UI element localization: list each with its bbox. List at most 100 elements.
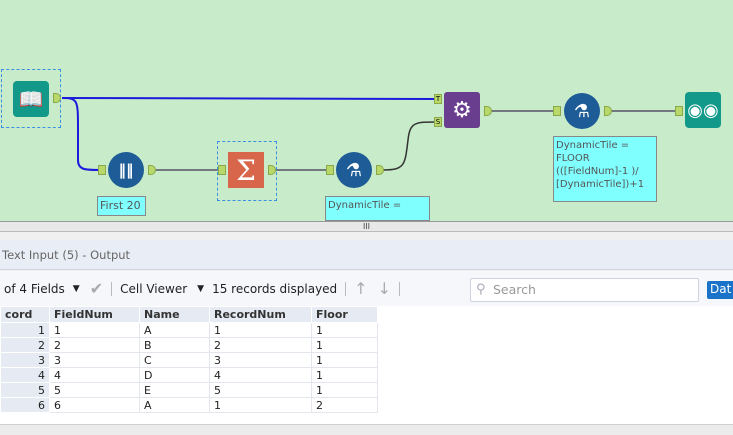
table-cell[interactable]: 2: [311, 397, 378, 413]
record-number[interactable]: 5: [0, 382, 50, 398]
checkmark-icon[interactable]: ✔: [89, 279, 104, 298]
annotation-formula-2: DynamicTile = FLOOR (([FieldNum]-1 )/ [D…: [553, 136, 657, 202]
record-number[interactable]: 1: [0, 322, 50, 338]
table-cell[interactable]: 6: [49, 397, 140, 413]
table-cell[interactable]: 1: [311, 367, 378, 383]
output-anchor[interactable]: [376, 165, 384, 175]
summarize-tool[interactable]: Σ: [228, 152, 264, 188]
cell-viewer-dropdown[interactable]: Cell Viewer: [120, 281, 188, 296]
data-button[interactable]: Dat: [707, 281, 733, 299]
table-cell[interactable]: 1: [209, 322, 312, 338]
selection-box: [217, 141, 277, 201]
source-input-anchor[interactable]: S: [434, 117, 442, 127]
annotation-line: FLOOR: [556, 153, 590, 164]
connection-input-to-sample: [61, 97, 101, 171]
column-header-fieldnum[interactable]: FieldNum: [49, 306, 140, 323]
input-anchor[interactable]: [98, 165, 106, 175]
table-cell[interactable]: 3: [49, 352, 140, 368]
gears-icon: ⚙: [452, 97, 472, 123]
results-title: Text Input (5) - Output: [0, 240, 733, 270]
test-tubes-icon: ‖‖: [118, 161, 134, 179]
divider: [111, 281, 113, 296]
table-cell[interactable]: C: [139, 352, 210, 368]
chevron-down-icon[interactable]: ▼: [197, 283, 205, 294]
column-header-floor[interactable]: Floor: [311, 306, 378, 323]
chevron-down-icon[interactable]: ▼: [72, 283, 80, 294]
arrow-up-icon[interactable]: ↑: [354, 279, 368, 298]
divider: [398, 281, 400, 296]
annotation-line: (([FieldNum]-1 )/: [556, 166, 639, 177]
input-anchor[interactable]: [326, 165, 334, 175]
annotation-line: DynamicTile =: [556, 140, 630, 151]
output-anchor[interactable]: [484, 106, 492, 116]
table-cell[interactable]: 5: [49, 382, 140, 398]
text-input-tool[interactable]: 📖: [13, 81, 49, 117]
search-input[interactable]: ⚲ Search: [470, 278, 699, 302]
column-header-recordnum[interactable]: RecordNum: [209, 306, 312, 323]
table-cell[interactable]: 2: [49, 337, 140, 353]
connections: [61, 97, 677, 171]
column-header-record[interactable]: cord: [0, 306, 50, 323]
macro-tool[interactable]: ⚙: [444, 92, 480, 128]
record-number[interactable]: 6: [0, 397, 50, 413]
true-input-anchor[interactable]: T: [434, 94, 442, 104]
table-cell[interactable]: A: [139, 397, 210, 413]
table-cell[interactable]: 1: [311, 382, 378, 398]
table-cell[interactable]: 1: [311, 352, 378, 368]
book-icon: 📖: [18, 87, 44, 111]
input-anchor[interactable]: [218, 165, 226, 175]
sigma-icon: Σ: [236, 153, 256, 187]
input-anchor[interactable]: [675, 106, 683, 116]
panel-splitter[interactable]: III: [0, 221, 733, 232]
results-toolbar: of 4 Fields ▼ ✔ Cell Viewer ▼ 15 records…: [0, 271, 733, 306]
output-anchor[interactable]: [148, 165, 156, 175]
annotation-line: [DynamicTile])+1: [556, 179, 645, 190]
table-cell[interactable]: D: [139, 367, 210, 383]
table-cell[interactable]: 3: [209, 352, 312, 368]
search-placeholder: Search: [493, 282, 536, 297]
output-anchor[interactable]: [604, 106, 612, 116]
table-cell[interactable]: 2: [209, 337, 312, 353]
table-cell[interactable]: 5: [209, 382, 312, 398]
table-cell[interactable]: E: [139, 382, 210, 398]
table-cell[interactable]: 4: [209, 367, 312, 383]
connection-formula-to-macro: [382, 121, 438, 171]
fields-dropdown[interactable]: of 4 Fields: [4, 281, 65, 296]
table-cell[interactable]: A: [139, 322, 210, 338]
workflow-canvas[interactable]: 📖 ‖‖ First 20 Σ ⚗ DynamicTile = T S ⚙ ⚗ …: [0, 0, 733, 221]
flask-icon: ⚗: [573, 100, 591, 122]
binoculars-icon: ◉◉: [687, 99, 719, 121]
output-anchor[interactable]: [268, 165, 276, 175]
header-row: cord FieldNum Name RecordNum Floor: [0, 306, 378, 323]
record-number[interactable]: 2: [0, 337, 50, 353]
input-anchor[interactable]: [553, 106, 561, 116]
table-cell[interactable]: 1: [311, 322, 378, 338]
records-count: 15 records displayed: [212, 281, 338, 296]
formula-tool[interactable]: ⚗: [336, 152, 372, 188]
table-cell[interactable]: 1: [209, 397, 312, 413]
table-cell[interactable]: 1: [49, 322, 140, 338]
sample-tool[interactable]: ‖‖: [108, 152, 144, 188]
table-cell[interactable]: 1: [311, 337, 378, 353]
status-bar: [0, 424, 733, 435]
divider: [345, 281, 347, 296]
record-number[interactable]: 4: [0, 367, 50, 383]
arrow-down-icon[interactable]: ↓: [377, 279, 391, 298]
browse-tool[interactable]: ◉◉: [685, 92, 721, 128]
table-cell[interactable]: B: [139, 337, 210, 353]
search-icon: ⚲: [476, 282, 486, 297]
connection-input-to-macro: [61, 97, 438, 100]
output-anchor[interactable]: [53, 93, 61, 103]
formula-tool[interactable]: ⚗: [564, 93, 600, 129]
table-cell[interactable]: 4: [49, 367, 140, 383]
record-number[interactable]: 3: [0, 352, 50, 368]
annotation-sample: First 20: [97, 196, 146, 216]
column-header-name[interactable]: Name: [139, 306, 210, 323]
